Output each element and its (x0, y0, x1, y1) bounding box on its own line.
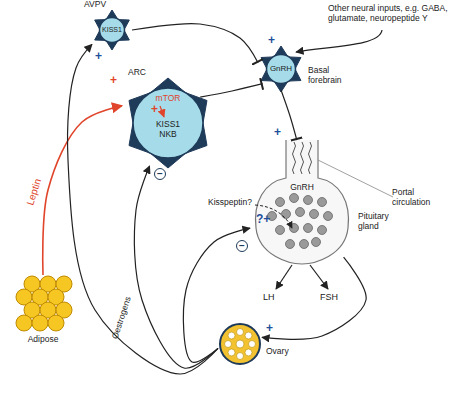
secretory-granule (290, 224, 299, 233)
portal-vessel (309, 142, 312, 174)
fat-cell (32, 315, 48, 331)
follicle (228, 332, 235, 339)
secretory-granule (318, 226, 327, 235)
node-text: GnRH (277, 183, 327, 193)
pituitary-gland: GnRHPituitary gland (250, 140, 354, 266)
follicle (245, 349, 252, 356)
inhibition-sign: − (154, 168, 166, 180)
node-shape (218, 322, 262, 366)
portal-vessel (293, 142, 296, 174)
annotation-label: FSH (320, 292, 338, 302)
secretory-granule (304, 224, 313, 233)
fat-cell (48, 315, 64, 331)
connector (132, 24, 258, 63)
node-text: KISS1 NKB (153, 120, 183, 140)
edge-label: Oestrogens (111, 296, 134, 341)
follicle (237, 329, 244, 336)
secretory-granule (312, 238, 321, 247)
connector (262, 257, 366, 339)
hormone-arrow (276, 265, 292, 289)
neuron-cell: GnRHBasal forebrain (258, 48, 304, 90)
node-text: Adipose (12, 335, 74, 345)
ovary-organ: Ovary (218, 322, 262, 366)
secretory-granule (310, 210, 319, 219)
node-text: Ovary (266, 347, 306, 357)
follicle (237, 353, 244, 360)
gland-outline (256, 140, 349, 264)
inhibition-sign: − (236, 240, 248, 252)
stimulation-sign: + (268, 34, 275, 48)
hormone-arrow (310, 265, 328, 289)
node-text: Basal forebrain (308, 66, 354, 86)
adipose-tissue: Adipose (12, 275, 74, 347)
follicle (228, 349, 235, 356)
signal-arrow (160, 106, 164, 117)
dashed-arrow (255, 205, 292, 228)
annotation-label: LH (263, 292, 275, 302)
follicle (236, 340, 244, 348)
secretory-granule (324, 212, 333, 221)
node-text: KISS1 (92, 26, 132, 34)
connector (183, 228, 250, 362)
secretory-granule (290, 194, 299, 203)
stimulation-sign: + (95, 50, 102, 64)
stimulation-sign: + (151, 103, 158, 117)
connector (134, 166, 218, 368)
secretory-granule (286, 240, 295, 249)
node-text: Pituitary gland (358, 212, 408, 232)
stimulation-sign: ?+ (256, 213, 270, 227)
neuron-body (129, 78, 207, 168)
annotation-label: Portal circulation (392, 188, 447, 208)
ovary-outline (220, 324, 260, 364)
secretory-granule (276, 198, 285, 207)
secretory-granule (304, 196, 313, 205)
secretory-granule (296, 208, 305, 217)
stimulation-sign: + (266, 322, 273, 336)
node-text: GnRH (258, 64, 304, 73)
leader-line (318, 160, 393, 197)
annotation-label: Kisspeptin? (208, 198, 252, 208)
node-text: AVPV (84, 0, 114, 10)
connector (281, 90, 297, 140)
secretory-granule (300, 240, 309, 249)
follicle (249, 341, 256, 348)
follicle (245, 332, 252, 339)
stimulation-sign: + (274, 126, 281, 140)
portal-vessel (301, 142, 304, 174)
fat-cell (16, 315, 32, 331)
stimulation-sign: + (110, 74, 117, 88)
node-text: ARC (128, 68, 158, 78)
neuron-cell: ARCmTORKISS1 NKB (122, 80, 214, 166)
secretory-granule (276, 226, 285, 235)
connector (43, 106, 122, 275)
secretory-granule (318, 198, 327, 207)
node-shape (250, 140, 354, 266)
annotation-label: Other neural inputs, e.g. GABA, glutamat… (328, 4, 463, 24)
neuron-nucleus (133, 88, 203, 158)
secretory-granule (282, 210, 291, 219)
follicle (225, 341, 232, 348)
connector (68, 44, 218, 374)
input-arrow (296, 30, 382, 52)
connector (200, 84, 262, 98)
edge-label: Leptin (24, 177, 43, 206)
neuron-cell: AVPVKISS1 (92, 12, 132, 48)
